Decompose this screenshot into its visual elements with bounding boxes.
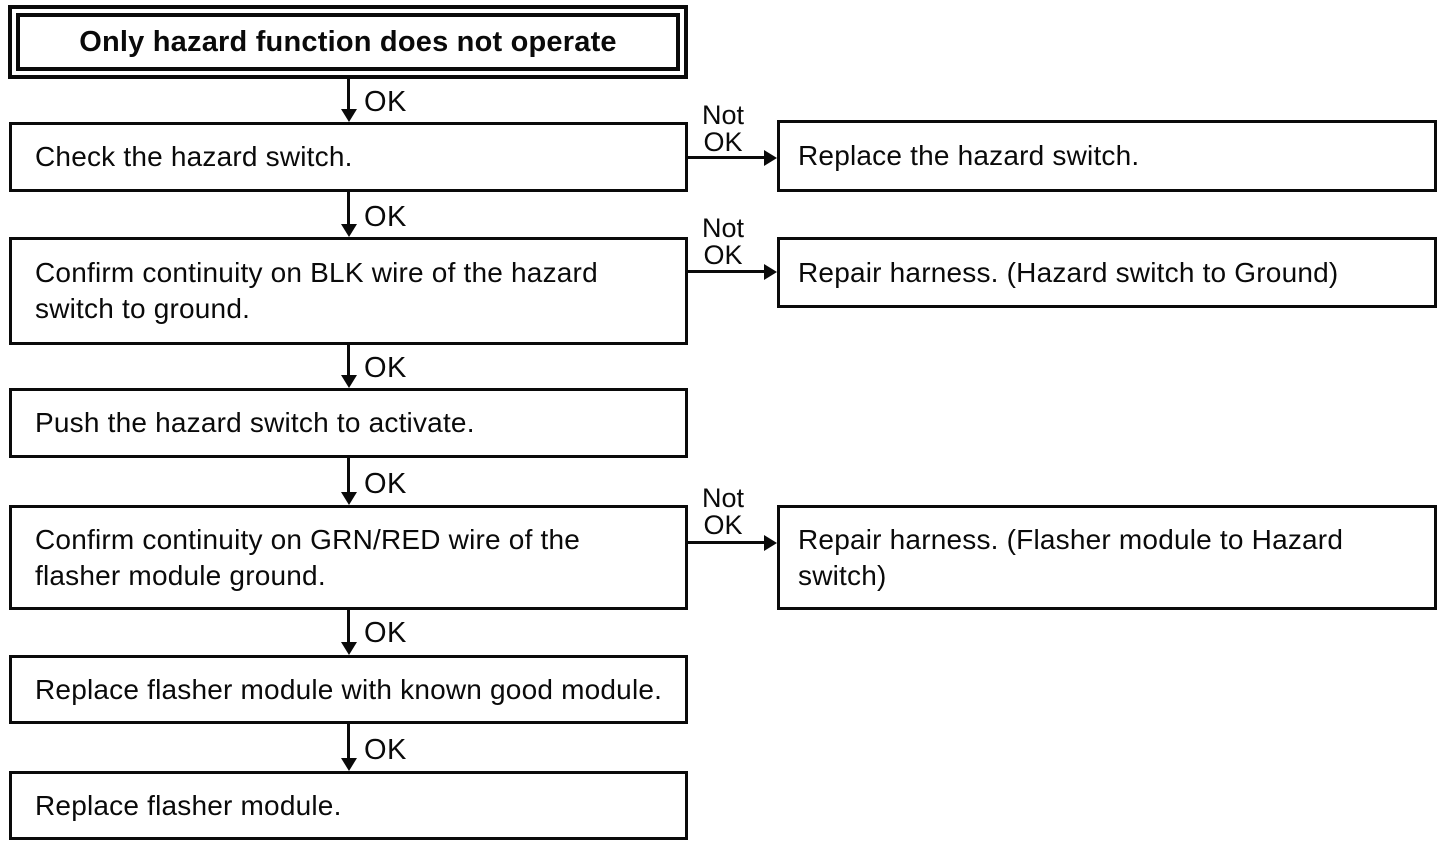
- failure-label: Replace the hazard switch.: [798, 140, 1140, 171]
- down-arrow-icon: [347, 192, 350, 225]
- failure-label: Repair harness. (Flasher module to Hazar…: [798, 523, 1344, 591]
- failure-node-replace-hazard-switch: Replace the hazard switch.: [777, 120, 1437, 192]
- down-arrow-icon: [347, 610, 350, 643]
- step-label: Push the hazard switch to activate.: [35, 407, 475, 438]
- start-node-frame: Only hazard function does not operate: [16, 13, 680, 71]
- start-node: Only hazard function does not operate: [8, 5, 688, 79]
- ok-label: OK: [364, 734, 407, 766]
- failure-node-repair-harness-flasher: Repair harness. (Flasher module to Hazar…: [777, 505, 1437, 610]
- not-ok-label: Not OK: [701, 483, 745, 540]
- down-arrow-icon: [347, 79, 350, 110]
- step-label: Check the hazard switch.: [35, 141, 353, 172]
- step-label: Replace flasher module with known good m…: [35, 673, 663, 705]
- step-label: Replace flasher module.: [35, 789, 342, 821]
- step-node-check-hazard-switch: Check the hazard switch.: [9, 122, 688, 192]
- step-label: Confirm continuity on BLK wire of the ha…: [35, 257, 598, 324]
- step-label: Confirm continuity on GRN/RED wire of th…: [35, 523, 581, 591]
- not-ok-label: Not OK: [701, 213, 745, 270]
- down-arrow-icon: [347, 345, 350, 376]
- step-node-confirm-blk-wire: Confirm continuity on BLK wire of the ha…: [9, 237, 688, 345]
- down-arrow-icon: [347, 458, 350, 493]
- ok-label: OK: [364, 86, 407, 118]
- right-arrow-icon: [688, 270, 765, 273]
- ok-label: OK: [364, 617, 407, 649]
- down-arrow-icon: [347, 724, 350, 759]
- start-node-label: Only hazard function does not operate: [79, 25, 617, 58]
- right-arrow-icon: [688, 156, 765, 159]
- failure-node-repair-harness-ground: Repair harness. (Hazard switch to Ground…: [777, 237, 1437, 308]
- ok-label: OK: [364, 468, 407, 500]
- step-node-confirm-grnred-wire: Confirm continuity on GRN/RED wire of th…: [9, 505, 688, 610]
- step-node-replace-flasher-module: Replace flasher module.: [9, 771, 688, 840]
- failure-label: Repair harness. (Hazard switch to Ground…: [798, 256, 1339, 288]
- step-node-push-hazard-switch: Push the hazard switch to activate.: [9, 388, 688, 458]
- ok-label: OK: [364, 352, 407, 384]
- not-ok-label: Not OK: [701, 100, 745, 157]
- ok-label: OK: [364, 201, 407, 233]
- step-node-replace-with-known-good: Replace flasher module with known good m…: [9, 655, 688, 724]
- right-arrow-icon: [688, 541, 765, 544]
